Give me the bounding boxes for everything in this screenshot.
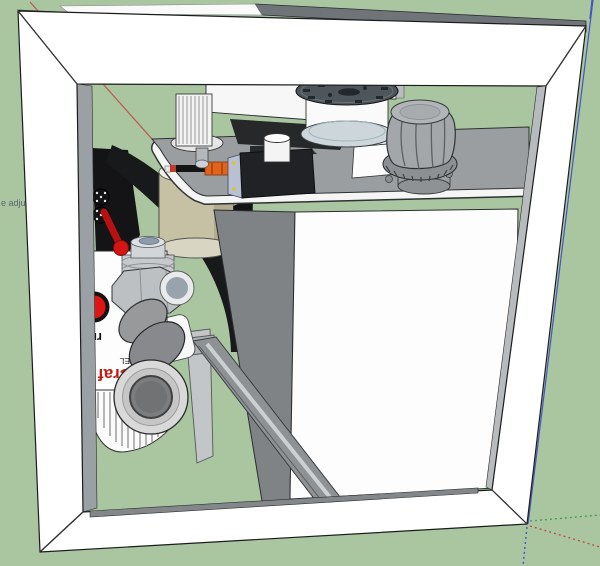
spindle-face [138,237,160,245]
side-annotation-text: e adjus [1,198,31,208]
strut-groove [198,345,338,521]
blue-axis-top-segment [589,0,593,20]
big-pulley-bottom-flange [300,120,394,148]
servo-motor[interactable] [164,133,317,199]
box-front-face [289,208,519,500]
pulley-teeth [178,96,208,144]
wire-black [176,165,206,172]
chuck-rear-face [166,277,188,299]
blue-axis-dotted [522,526,528,566]
bracket-column [185,328,214,464]
enclosure-box[interactable] [213,208,519,508]
knob-dome-inner [399,104,441,120]
diagonal-strut[interactable] [192,336,355,523]
tool-marking-tiny: EL [119,356,130,366]
strut-highlight [205,342,347,518]
servo-screw [232,187,236,191]
servo-horn-top [263,133,291,143]
servo-tab [250,146,268,154]
shaft-nub [195,159,209,169]
small-pulley-drum [175,93,213,147]
red-pin[interactable] [100,208,129,256]
blue-axis-line [527,0,594,525]
pin-shaft [100,208,123,247]
red-axis-dotted [529,525,600,548]
green-axis-dotted [529,514,600,522]
wire-red-band [170,165,177,172]
knob-peg [385,175,393,183]
chuck-bore [135,381,167,413]
bottom-rail [89,487,479,518]
flange-inner-line [308,120,386,142]
frame-front-members[interactable] [17,10,587,553]
top-bar-top-face [59,3,263,16]
rotary-tool[interactable]: rn EL Craf [78,188,197,453]
knurl-ticks [385,164,454,182]
pin-ball-tip [113,240,129,256]
clamp-knob[interactable] [382,99,458,195]
axis-origin [522,0,600,566]
tool-chuck[interactable] [111,270,195,435]
frame-miter-seams [17,10,587,553]
servo-screw [232,161,236,165]
